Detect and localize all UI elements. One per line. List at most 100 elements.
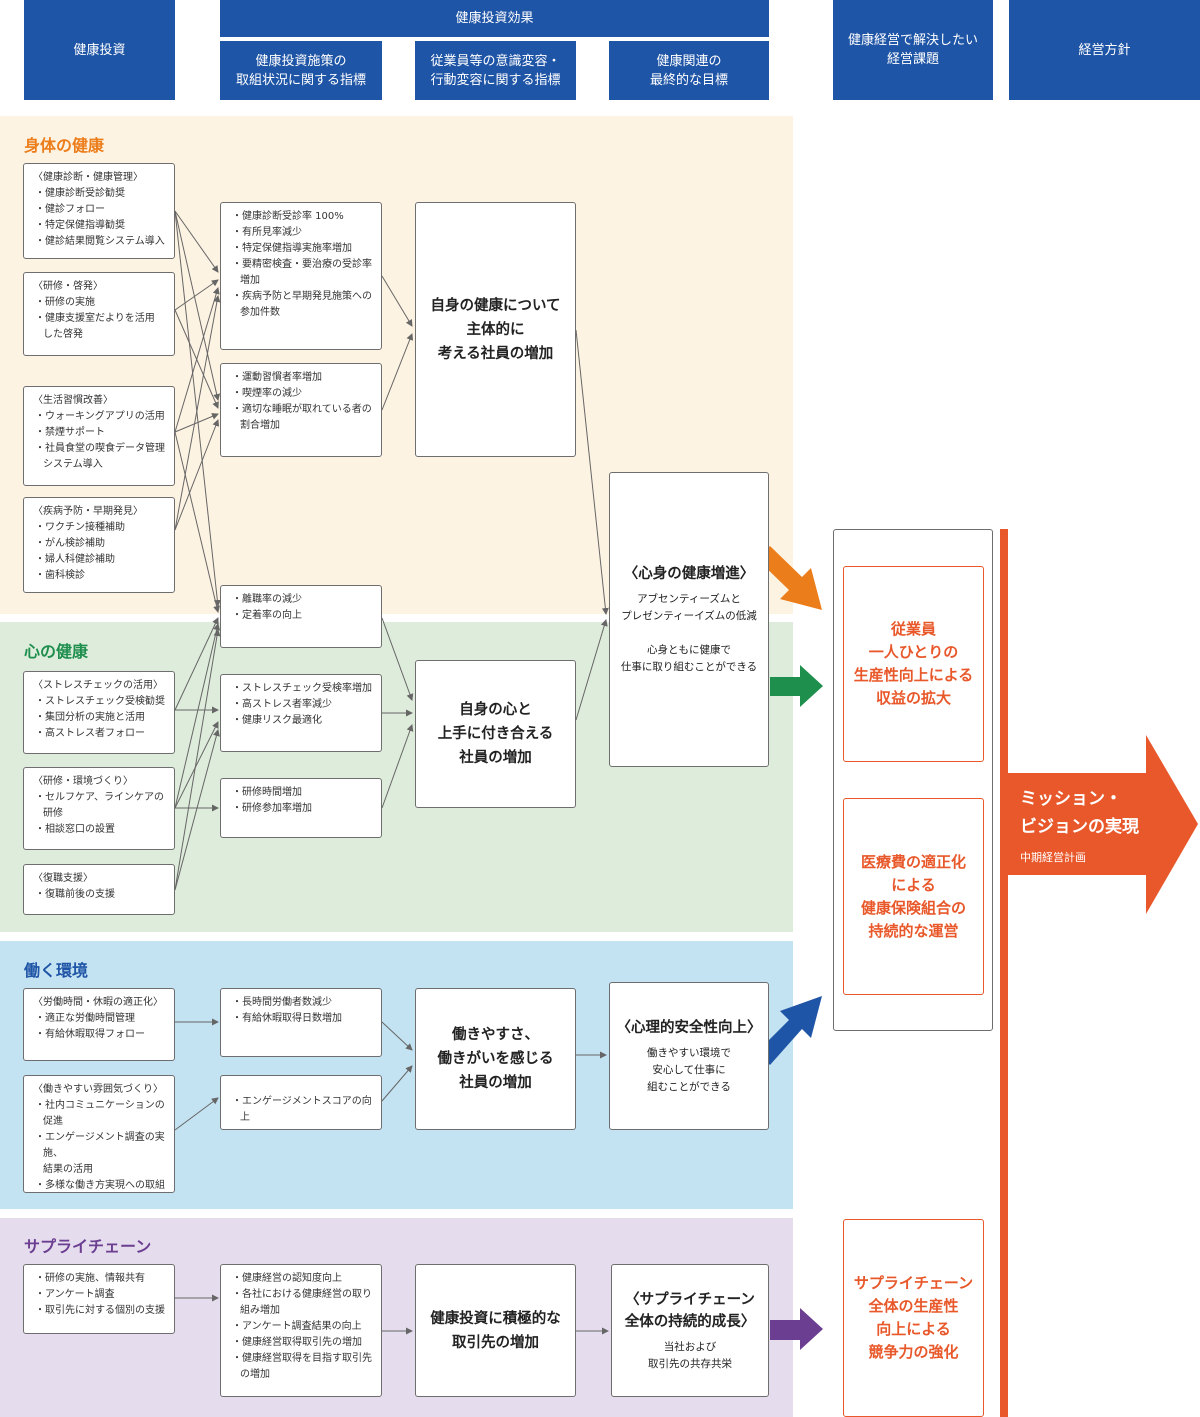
list-item: ・ワクチン接種補助 (35, 522, 125, 533)
investment-box-training: 〈研修・啓発〉 ・研修の実施 ・健康支援室だよりを活用 した啓発 (23, 272, 175, 356)
investment-box-stress-check: 〈ストレスチェックの活用〉 ・ストレスチェック受検勧奨 ・集団分析の実施と活用 … (23, 671, 175, 754)
list-item: ・アンケート調査結果の向上 (232, 1321, 362, 1332)
investment-title: 〈疾病予防・早期発見〉 (33, 506, 143, 517)
list-item: ・婦人科健診補助 (35, 554, 115, 565)
list-item: ・各社における健康経営の取り 組み増加 (232, 1289, 372, 1316)
list-item: ・高ストレス者率減少 (232, 699, 332, 710)
investment-title: 〈研修・啓発〉 (33, 281, 103, 292)
change-box-work: 働きやすさ、 働きがいを感じる 社員の増加 (415, 988, 576, 1130)
change-box-mind: 自身の心と 上手に付き合える 社員の増加 (415, 660, 576, 808)
list-item: ・取引先に対する個別の支援 (35, 1305, 165, 1316)
indicator-box-training-hours: ・研修時間増加 ・研修参加率増加 (220, 778, 382, 838)
list-item: ・有所見率減少 (232, 227, 302, 238)
goal-title: 〈心身の健康増進〉 (623, 566, 755, 582)
investment-box-lifestyle: 〈生活習慣改善〉 ・ウォーキングアプリの活用 ・禁煙サポート ・社員食堂の喫食デ… (23, 386, 175, 486)
list-item: ・運動習慣者率増加 (232, 372, 322, 383)
list-item: ・ストレスチェック受検勧奨 (35, 696, 165, 707)
header-issues: 健康経営で解決したい 経営課題 (833, 0, 993, 100)
investment-title: 〈復職支援〉 (33, 873, 93, 884)
list-item: ・高ストレス者フォロー (35, 728, 145, 739)
list-item: ・離職率の減少 (232, 594, 302, 605)
list-item: ・健康経営取得取引先の増加 (232, 1337, 362, 1348)
blue-arrow (757, 996, 822, 1065)
investment-title: 〈生活習慣改善〉 (33, 395, 113, 406)
section-title-supply: サプライチェーン (24, 1237, 152, 1256)
investment-box-health-check: 〈健康診断・健康管理〉 ・健康診断受診勧奨 ・健診フォロー ・特定保健指導勧奨 … (23, 163, 175, 259)
header-effect: 健康投資効果 (220, 0, 769, 37)
header-indicator-3: 健康関連の 最終的な目標 (609, 41, 769, 100)
header-policy: 経営方針 (1009, 0, 1200, 100)
change-box-supply: 健康投資に積極的な 取引先の増加 (415, 1264, 576, 1397)
list-item: ・健康経営取得を目指す取引先 の増加 (232, 1353, 372, 1380)
list-item: ・有給休暇取得フォロー (35, 1029, 145, 1040)
list-item: ・健診結果閲覧システム導入 (35, 236, 165, 247)
section-title-body: 身体の健康 (24, 136, 105, 155)
list-item: ・研修参加率増加 (232, 803, 312, 814)
list-item: ・適正な労働時間管理 (35, 1013, 135, 1024)
purple-arrow (770, 1308, 823, 1350)
investment-title: 〈健康診断・健康管理〉 (33, 172, 143, 183)
issue-productivity: 従業員 一人ひとりの 生産性向上による 収益の拡大 (843, 566, 984, 762)
list-item: ・要精密検査・要治療の受診率 増加 (232, 259, 372, 286)
section-title-mind: 心の健康 (24, 642, 89, 661)
list-item: ・健康支援室だよりを活用 した啓発 (35, 313, 155, 340)
list-item: ・長時間労働者数減少 (232, 997, 332, 1008)
list-item: ・有給休暇取得日数増加 (232, 1013, 342, 1024)
green-arrow (770, 665, 823, 707)
indicator-box-habits: ・運動習慣者率増加 ・喫煙率の減少 ・適切な睡眠が取れている者の 割合増加 (220, 363, 382, 457)
mission-arrow (1008, 735, 1198, 914)
issue-medical-cost: 医療費の適正化 による 健康保険組合の 持続的な運営 (843, 798, 984, 995)
investment-title: 〈研修・環境づくり〉 (33, 776, 133, 787)
header-investment: 健康投資 (24, 0, 175, 100)
orange-arrow (757, 546, 822, 610)
list-item: ・健診フォロー (35, 204, 105, 215)
indicator-box-overtime: ・長時間労働者数減少 ・有給休暇取得日数増加 (220, 988, 382, 1057)
goal-title: 〈心理的安全性向上〉 (616, 1019, 762, 1036)
list-item: ・エンゲージメントスコアの向上 (232, 1096, 372, 1123)
list-item: ・健康診断受診率 100% (232, 211, 344, 222)
list-item: ・定着率の向上 (232, 610, 302, 621)
investment-title: 〈労働時間・休暇の適正化〉 (33, 997, 163, 1008)
investment-title: 〈ストレスチェックの活用〉 (33, 680, 163, 691)
list-item: ・社内コミュニケーションの 促進 (35, 1100, 165, 1127)
list-item: ・がん検診補助 (35, 538, 105, 549)
mission-subtitle: 中期経営計画 (1020, 851, 1086, 864)
goal-box-health: 〈心身の健康増進〉 アブセンティーズムと プレゼンティーイズムの低減 心身ともに… (609, 472, 769, 767)
mission-bar (1000, 529, 1008, 1417)
indicator-box-engagement: ・エンゲージメントスコアの向上 (220, 1075, 382, 1130)
list-item: ・研修時間増加 (232, 787, 302, 798)
list-item: ・アンケート調査 (35, 1289, 115, 1300)
goal-subtext: アブセンティーズムと プレゼンティーイズムの低減 心身ともに健康で 仕事に取り組… (620, 593, 758, 673)
investment-title: 〈働きやすい雰囲気づくり〉 (33, 1084, 163, 1095)
list-item: ・健康診断受診勧奨 (35, 188, 125, 199)
indicator-box-stress: ・ストレスチェック受検率増加 ・高ストレス者率減少 ・健康リスク最適化 (220, 674, 382, 752)
list-item: ・研修の実施、情報共有 (35, 1273, 145, 1284)
goal-subtext: 当社および 取引先の共存共栄 (648, 1340, 732, 1370)
investment-box-prevention: 〈疾病予防・早期発見〉 ・ワクチン接種補助 ・がん検診補助 ・婦人科健診補助 ・… (23, 497, 175, 593)
list-item: ・喫煙率の減少 (232, 388, 302, 399)
list-item: ・相談窓口の設置 (35, 824, 115, 835)
header-indicator-2: 従業員等の意識変容・ 行動変容に関する指標 (415, 41, 576, 100)
investment-box-working-hours: 〈労働時間・休暇の適正化〉 ・適正な労働時間管理 ・有給休暇取得フォロー (23, 988, 175, 1061)
goal-box-supply: 〈サプライチェーン 全体の持続的成長〉 当社および 取引先の共存共栄 (611, 1264, 769, 1397)
goal-subtext: 働きやすい環境で 安心して仕事に 組むことができる (647, 1046, 731, 1093)
list-item: ・ストレスチェック受検率増加 (232, 683, 372, 694)
investment-box-environment: 〈研修・環境づくり〉 ・セルフケア、ラインケアの 研修 ・相談窓口の設置 (23, 767, 175, 850)
list-item: ・禁煙サポート (35, 427, 105, 438)
list-item: ・集団分析の実施と活用 (35, 712, 145, 723)
list-item: ・適切な睡眠が取れている者の 割合増加 (232, 404, 372, 431)
list-item: ・特定保健指導実施率増加 (232, 243, 352, 254)
list-item: ・歯科検診 (35, 570, 85, 581)
list-item: ・健康リスク最適化 (232, 715, 322, 726)
list-item: ・特定保健指導勧奨 (35, 220, 125, 231)
indicator-box-supply: ・健康経営の認知度向上 ・各社における健康経営の取り 組み増加 ・アンケート調査… (220, 1264, 382, 1397)
list-item: ・復職前後の支援 (35, 889, 115, 900)
header-indicator-1: 健康投資施策の 取組状況に関する指標 (220, 41, 382, 100)
mission-title: ミッション・ ビジョンの実現 (1020, 789, 1139, 837)
list-item: ・健康経営の認知度向上 (232, 1273, 342, 1284)
list-item: ・ウォーキングアプリの活用 (35, 411, 165, 422)
investment-box-return-support: 〈復職支援〉 ・復職前後の支援 (23, 864, 175, 915)
goal-box-safety: 〈心理的安全性向上〉 働きやすい環境で 安心して仕事に 組むことができる (609, 982, 769, 1130)
goal-title: 〈サプライチェーン 全体の持続的成長〉 (624, 1291, 756, 1330)
